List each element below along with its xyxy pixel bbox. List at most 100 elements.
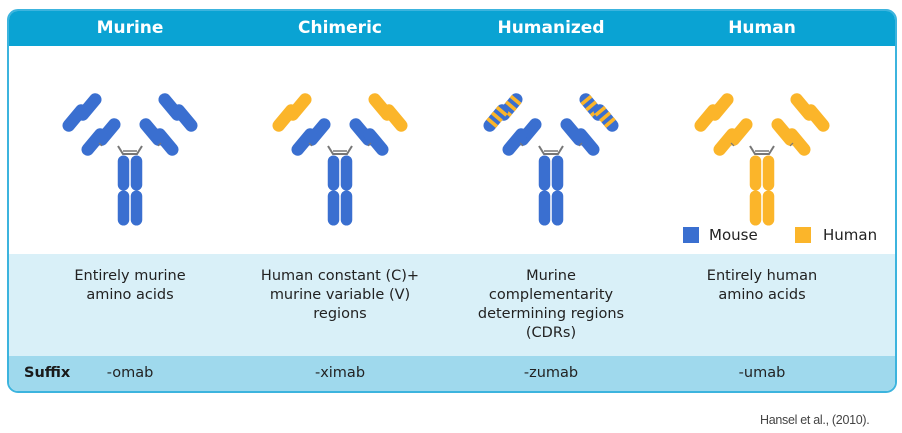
suffix-chimeric: -ximab bbox=[314, 365, 366, 381]
description-chimeric: Human constant (C)+ murine variable (V) … bbox=[240, 267, 440, 324]
suffix-row: Suffix -omab -ximab -zumab -umab bbox=[9, 356, 895, 391]
cdr-stripe bbox=[486, 117, 499, 128]
heavy-chain-ch3-body bbox=[538, 190, 551, 226]
light-chain-cl-body bbox=[153, 128, 179, 156]
hinge-disulfide bbox=[538, 145, 564, 155]
heavy-chain-ch3 bbox=[538, 190, 551, 226]
description-line: Entirely human bbox=[706, 268, 818, 284]
description-line: Murine bbox=[526, 268, 576, 284]
interchain-bond bbox=[98, 142, 103, 147]
description-line: (CDRs) bbox=[525, 325, 577, 341]
heavy-chain-ch3 bbox=[130, 190, 143, 226]
legend-label-human: Human bbox=[823, 226, 878, 244]
cdr-stripe bbox=[504, 100, 517, 112]
heavy-chain-ch3-body bbox=[117, 190, 130, 226]
light-chain-vl-body bbox=[804, 104, 830, 132]
hinge-disulfide bbox=[749, 145, 775, 155]
description-line: regions bbox=[313, 306, 367, 322]
legend-swatch-mouse bbox=[683, 227, 699, 243]
light-chain-cl bbox=[502, 128, 528, 156]
description-humanized: Murine complementarity determining regio… bbox=[451, 267, 651, 343]
citation: Hansel et al., (2010). bbox=[760, 413, 870, 427]
light-chain-vl bbox=[694, 104, 720, 132]
heavy-chain-ch3 bbox=[551, 190, 564, 226]
heavy-chain-ch2 bbox=[327, 155, 340, 191]
description-murine: Entirely murine amino acids bbox=[30, 267, 230, 305]
antibody-types-table: Murine Chimeric Humanized Human Mouse Hu… bbox=[7, 9, 897, 393]
heavy-chain-ch2-body bbox=[749, 155, 762, 191]
interchain-bond bbox=[789, 142, 794, 147]
light-chain-cl bbox=[363, 128, 389, 156]
heavy-chain-ch2-body bbox=[538, 155, 551, 191]
light-chain-cl-body bbox=[81, 128, 107, 156]
light-chain-vl-body bbox=[172, 104, 198, 132]
interchain-bond bbox=[367, 142, 372, 147]
header-row: Murine Chimeric Humanized Human bbox=[9, 11, 895, 46]
heavy-chain-ch2 bbox=[551, 155, 564, 191]
light-chain-vl bbox=[804, 104, 830, 132]
heavy-chain-ch2-body bbox=[130, 155, 143, 191]
light-chain-cl bbox=[574, 128, 600, 156]
heavy-chain-ch3 bbox=[117, 190, 130, 226]
cdr-stripe bbox=[603, 117, 616, 128]
light-chain-cl-body bbox=[574, 128, 600, 156]
hinge-disulfide bbox=[117, 145, 143, 155]
description-line: determining regions bbox=[477, 306, 625, 322]
suffix-label: Suffix bbox=[24, 365, 71, 381]
heavy-chain-ch3-body bbox=[340, 190, 353, 226]
light-chain-cl bbox=[153, 128, 179, 156]
legend-swatch-human bbox=[795, 227, 811, 243]
light-chain-cl bbox=[713, 128, 739, 156]
column-title-human: Human bbox=[728, 18, 796, 38]
cdr-stripe bbox=[594, 105, 607, 117]
light-chain-cl-body bbox=[785, 128, 811, 156]
description-line: complementarity bbox=[488, 287, 614, 303]
heavy-chain-ch2 bbox=[749, 155, 762, 191]
heavy-chain-ch2 bbox=[538, 155, 551, 191]
light-chain-cl-body bbox=[713, 128, 739, 156]
suffix-murine: -omab bbox=[106, 365, 154, 381]
light-chain-vl-body bbox=[382, 104, 408, 132]
heavy-chain-ch3 bbox=[762, 190, 775, 226]
light-chain-vl bbox=[62, 104, 88, 132]
cdr-stripe bbox=[495, 105, 508, 117]
interchain-bond bbox=[157, 142, 162, 147]
legend-label-mouse: Mouse bbox=[709, 226, 758, 244]
heavy-chain-ch2 bbox=[340, 155, 353, 191]
light-chain-vl bbox=[172, 104, 198, 132]
heavy-chain-ch3-body bbox=[749, 190, 762, 226]
heavy-chain-ch2 bbox=[130, 155, 143, 191]
heavy-chain-ch2 bbox=[762, 155, 775, 191]
hinge-disulfide bbox=[327, 145, 353, 155]
heavy-chain-ch3-body bbox=[551, 190, 564, 226]
antibody-illustrations-row: Mouse Human bbox=[9, 46, 895, 254]
suffix-human: -umab bbox=[738, 365, 786, 381]
light-chain-vl bbox=[382, 104, 408, 132]
heavy-chain-ch2-body bbox=[327, 155, 340, 191]
antibody-murine bbox=[62, 93, 198, 226]
heavy-chain-ch3 bbox=[327, 190, 340, 226]
cdr-stripe bbox=[580, 94, 593, 106]
column-title-murine: Murine bbox=[96, 18, 164, 38]
light-chain-cl-body bbox=[502, 128, 528, 156]
antibody-diagrams bbox=[62, 93, 830, 226]
description-human: Entirely human amino acids bbox=[662, 267, 862, 305]
antibody-chimeric bbox=[272, 93, 408, 226]
heavy-chain-ch2-body bbox=[551, 155, 564, 191]
cdr-stripe bbox=[490, 111, 503, 123]
description-line: murine variable (V) bbox=[269, 287, 411, 303]
heavy-chain-ch2-body bbox=[762, 155, 775, 191]
light-chain-cl-body bbox=[291, 128, 317, 156]
light-chain-vl-body bbox=[62, 104, 88, 132]
heavy-chain-ch2-body bbox=[117, 155, 130, 191]
light-chain-vl bbox=[593, 104, 619, 132]
light-chain-cl bbox=[785, 128, 811, 156]
heavy-chain-ch2-body bbox=[340, 155, 353, 191]
description-line: amino acids bbox=[718, 287, 806, 303]
heavy-chain-ch3-body bbox=[327, 190, 340, 226]
light-chain-vl-body bbox=[694, 104, 720, 132]
light-chain-vl-body bbox=[272, 104, 298, 132]
cdr-stripe bbox=[585, 100, 598, 112]
heavy-chain-ch3 bbox=[340, 190, 353, 226]
light-chain-vl bbox=[483, 104, 509, 132]
